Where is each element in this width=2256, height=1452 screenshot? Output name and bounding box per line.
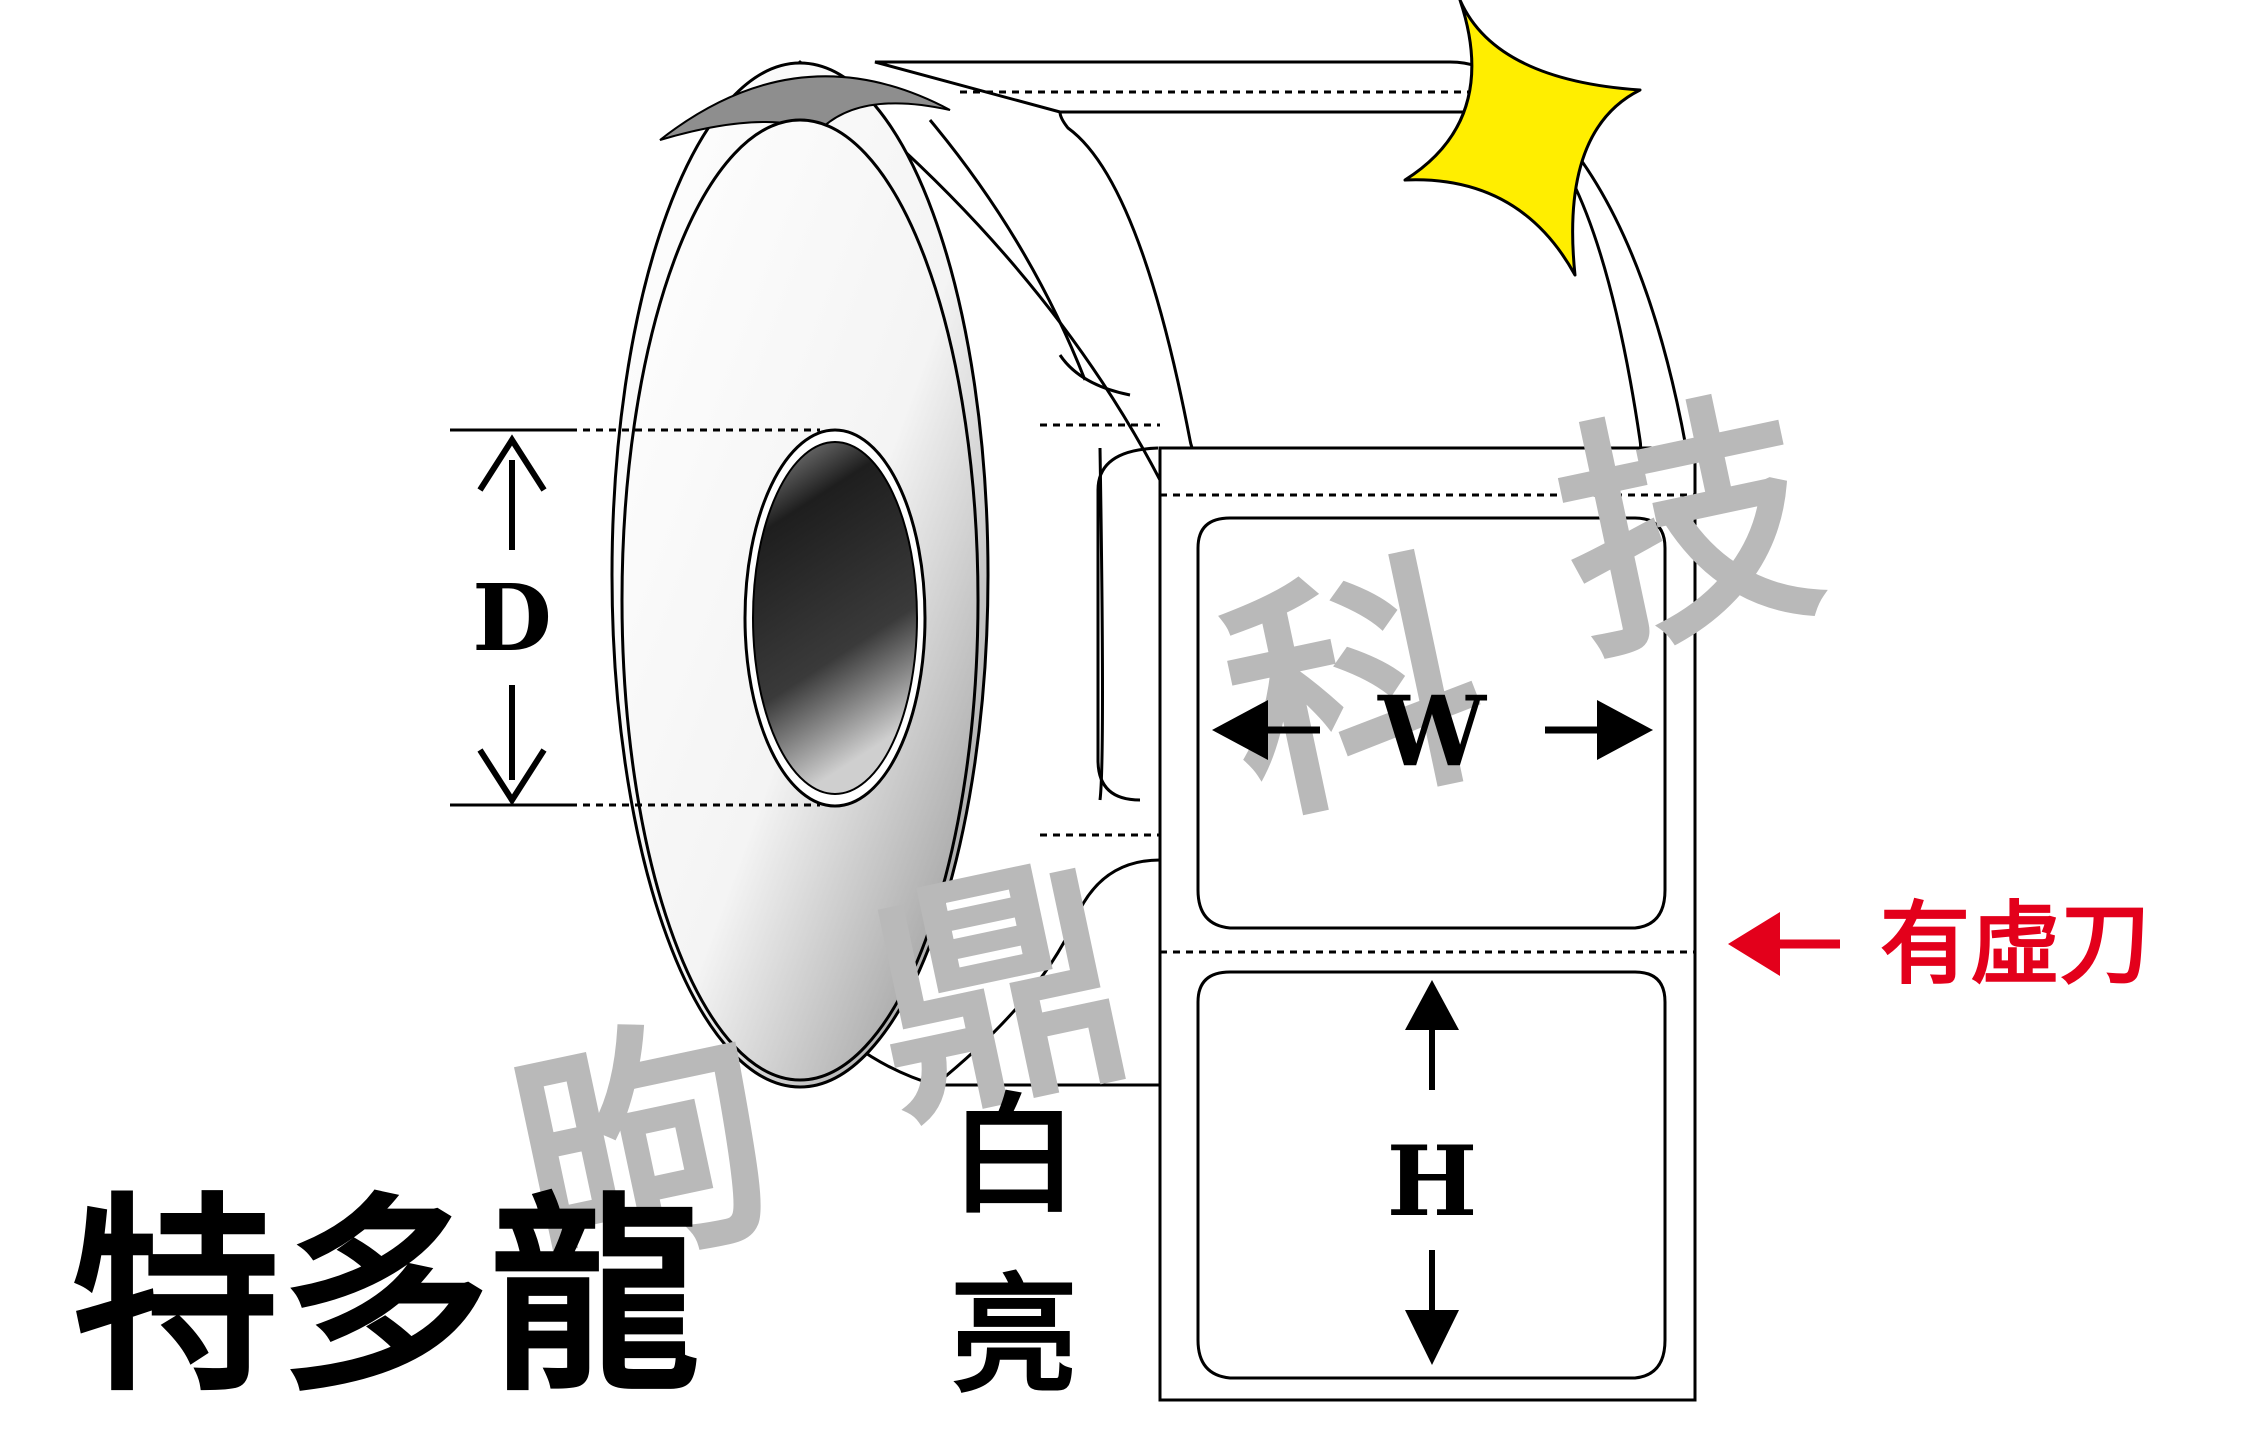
- arrow-right-icon: [1545, 700, 1653, 760]
- watermark-char-4: 技: [1535, 361, 1840, 698]
- height-dimension: H: [1387, 980, 1478, 1365]
- watermark: 昫 鼎 科 技: [492, 361, 1841, 1318]
- label-bottom: [1196, 970, 1667, 1380]
- width-dimension: W: [1212, 675, 1653, 788]
- label-top: [1196, 516, 1667, 930]
- watermark-char-1: 昫: [492, 981, 797, 1318]
- arrow-up-icon: [1405, 980, 1459, 1090]
- product-title: 特多龍 白 亮: [70, 1081, 1078, 1420]
- perforation-note: 有虛刀: [1728, 891, 2150, 997]
- arrow-left-icon: [1728, 912, 1840, 976]
- product-finish-1: 白: [950, 1081, 1078, 1231]
- arrow-down-icon: [1405, 1250, 1459, 1365]
- diameter-dimension: D: [450, 428, 820, 807]
- arrow-down-icon: [477, 685, 547, 806]
- product-name: 特多龍: [70, 1173, 700, 1420]
- watermark-char-3: 科: [1202, 524, 1507, 861]
- width-label: W: [1377, 675, 1487, 788]
- perforation-lines: [1160, 493, 1695, 954]
- arrow-up-icon: [477, 434, 547, 550]
- height-label: H: [1387, 1125, 1478, 1238]
- roll-face: [610, 61, 990, 1089]
- perforation-note-text: 有虛刀: [1880, 891, 2150, 997]
- watermark-char-2: 鼎: [847, 824, 1152, 1161]
- sparkle-icon: [1403, 0, 1642, 277]
- arrow-left-icon: [1212, 700, 1320, 760]
- product-finish-2: 亮: [950, 1261, 1078, 1411]
- diameter-label: D: [472, 564, 552, 672]
